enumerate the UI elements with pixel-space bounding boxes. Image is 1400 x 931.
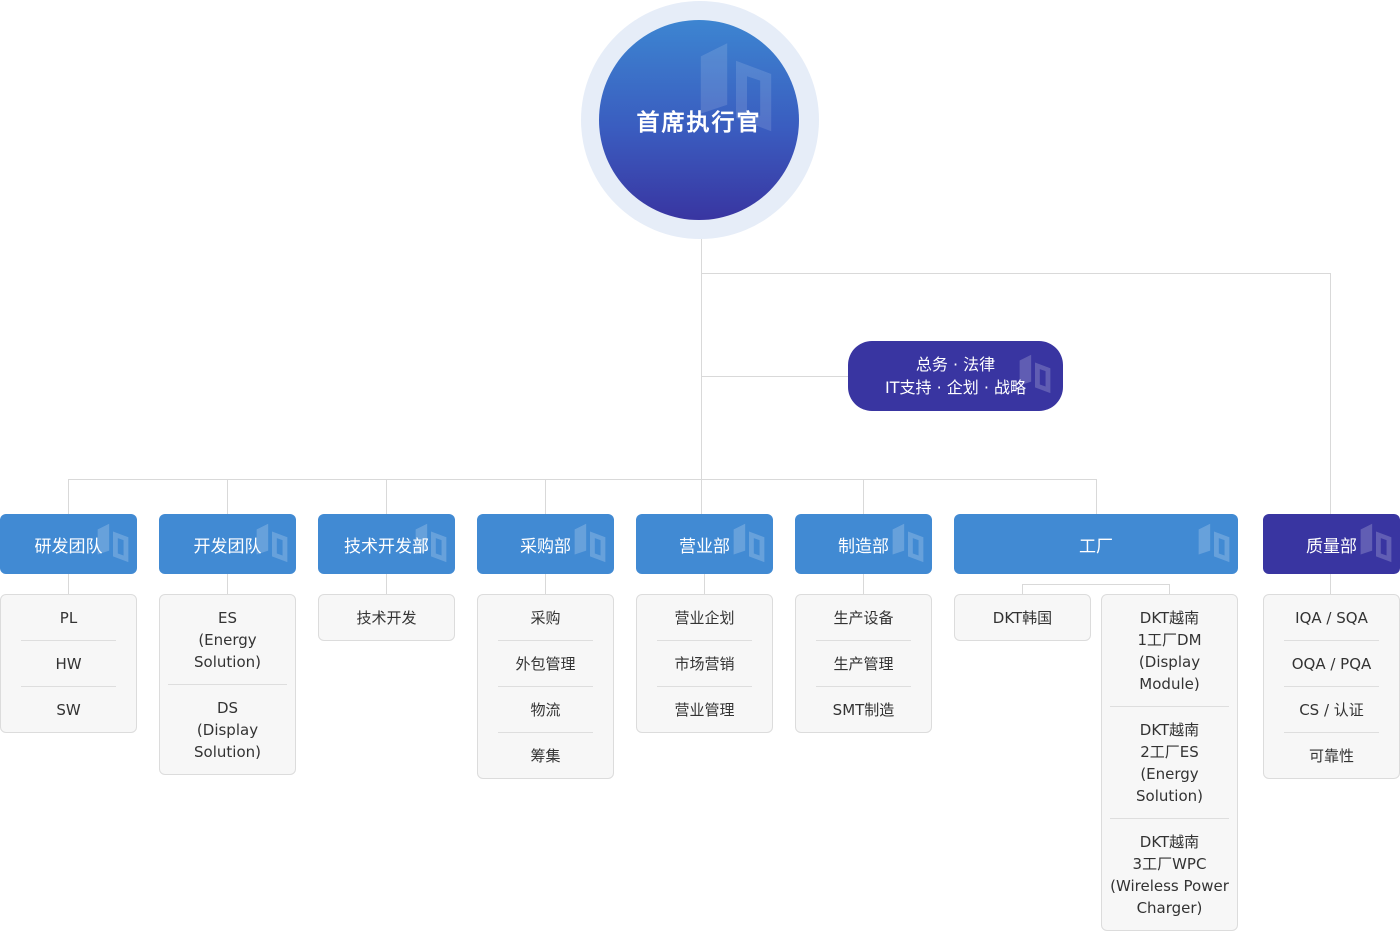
- company-logo-watermark-icon: [574, 523, 606, 563]
- connector-quality-drop: [1330, 273, 1331, 514]
- list-item: DS (Display Solution): [168, 684, 287, 774]
- connector-sub-factory-bus: [1022, 584, 1170, 585]
- list-item: DKT越南 1工厂DM (Display Module): [1137, 609, 1202, 693]
- connector-admin: [701, 376, 848, 377]
- subunit-list-rd: PL HW SW: [0, 594, 137, 733]
- company-logo-watermark-icon: [892, 523, 924, 563]
- list-item: ES (Energy Solution): [194, 609, 261, 671]
- list-item: DKT韩国: [992, 609, 1053, 627]
- connector-sub-quality: [1330, 574, 1331, 594]
- list-item: 生产设备: [833, 609, 894, 627]
- connector-drop-purchase: [545, 479, 546, 514]
- dept-header-tech: 技术开发部: [318, 514, 455, 574]
- dept-header-factory: 工厂: [954, 514, 1238, 574]
- subunit-list-factory-vietnam: DKT越南 1工厂DM (Display Module) DKT越南 2工厂ES…: [1101, 594, 1238, 931]
- connector-quality-top: [701, 273, 1331, 274]
- connector-drop-tech: [386, 479, 387, 514]
- connector-sub-purchase: [545, 574, 546, 594]
- subunit-list-mfg: 生产设备 生产管理 SMT制造: [795, 594, 932, 733]
- connector-dept-bus: [68, 479, 1097, 480]
- list-item: SW: [21, 686, 116, 732]
- connector-sub-factory-korea: [1022, 584, 1023, 594]
- dept-label-dev: 开发团队: [193, 536, 262, 557]
- dept-header-dev: 开发团队: [159, 514, 296, 574]
- dept-label-quality: 质量部: [1306, 536, 1357, 557]
- list-item: 采购: [530, 609, 561, 627]
- subunit-list-factory-korea: DKT韩国: [954, 594, 1091, 641]
- list-item: CS / 认证: [1284, 686, 1379, 732]
- subunit-list-quality: IQA / SQA OQA / PQA CS / 认证 可靠性: [1263, 594, 1400, 779]
- dept-label-sales: 营业部: [679, 536, 730, 557]
- company-logo-watermark-icon: [1360, 523, 1392, 563]
- ceo-label: 首席执行官: [636, 110, 762, 136]
- list-item: 技术开发: [356, 609, 417, 627]
- connector-sub-dev: [227, 574, 228, 594]
- connector-sub-rd: [68, 574, 69, 594]
- list-item: 外包管理: [498, 640, 593, 686]
- dept-header-mfg: 制造部: [795, 514, 932, 574]
- list-item: 物流: [498, 686, 593, 732]
- connector-sub-mfg: [863, 574, 864, 594]
- connector-drop-factory: [1096, 479, 1097, 514]
- connector-drop-sales: [701, 479, 702, 514]
- connector-ceo-trunk: [701, 239, 702, 480]
- list-item: 可靠性: [1284, 732, 1379, 778]
- list-item: IQA / SQA: [1295, 609, 1368, 627]
- list-item: PL: [59, 609, 78, 627]
- admin-line-1: 总务 · 法律: [915, 355, 996, 374]
- list-item: OQA / PQA: [1284, 640, 1379, 686]
- connector-sub-sales: [704, 574, 705, 594]
- list-item: HW: [21, 640, 116, 686]
- list-item: DKT越南 2工厂ES (Energy Solution): [1110, 706, 1229, 818]
- list-item: 筹集: [498, 732, 593, 778]
- list-item: SMT制造: [816, 686, 911, 732]
- connector-drop-mfg: [863, 479, 864, 514]
- list-item: 营业管理: [657, 686, 752, 732]
- admin-line-2: IT支持 · 企划 · 战略: [884, 378, 1026, 397]
- list-item: 生产管理: [816, 640, 911, 686]
- dept-header-quality: 质量部: [1263, 514, 1400, 574]
- connector-sub-tech: [386, 574, 387, 594]
- connector-sub-factory-vietnam: [1169, 584, 1170, 594]
- subunit-list-purchase: 采购 外包管理 物流 筹集: [477, 594, 614, 779]
- subunit-list-dev: ES (Energy Solution) DS (Display Solutio…: [159, 594, 296, 775]
- ceo-node: 首席执行官: [599, 20, 799, 220]
- connector-drop-dev: [227, 479, 228, 514]
- dept-header-rd: 研发团队: [0, 514, 137, 574]
- list-item: DKT越南 3工厂WPC (Wireless Power Charger): [1110, 818, 1229, 930]
- list-item: 营业企划: [674, 609, 735, 627]
- subunit-list-tech: 技术开发: [318, 594, 455, 641]
- dept-label-rd: 研发团队: [34, 536, 103, 557]
- list-item: 市场营销: [657, 640, 752, 686]
- connector-drop-rd: [68, 479, 69, 514]
- dept-label-factory: 工厂: [1079, 536, 1113, 557]
- dept-label-tech: 技术开发部: [344, 536, 429, 557]
- dept-label-purchase: 采购部: [520, 536, 571, 557]
- admin-support-node: 总务 · 法律 IT支持 · 企划 · 战略: [848, 341, 1063, 411]
- company-logo-watermark-icon: [1198, 523, 1230, 563]
- subunit-list-sales: 营业企划 市场营销 营业管理: [636, 594, 773, 733]
- company-logo-watermark-icon: [733, 523, 765, 563]
- dept-label-mfg: 制造部: [838, 536, 889, 557]
- dept-header-purchase: 采购部: [477, 514, 614, 574]
- dept-header-sales: 营业部: [636, 514, 773, 574]
